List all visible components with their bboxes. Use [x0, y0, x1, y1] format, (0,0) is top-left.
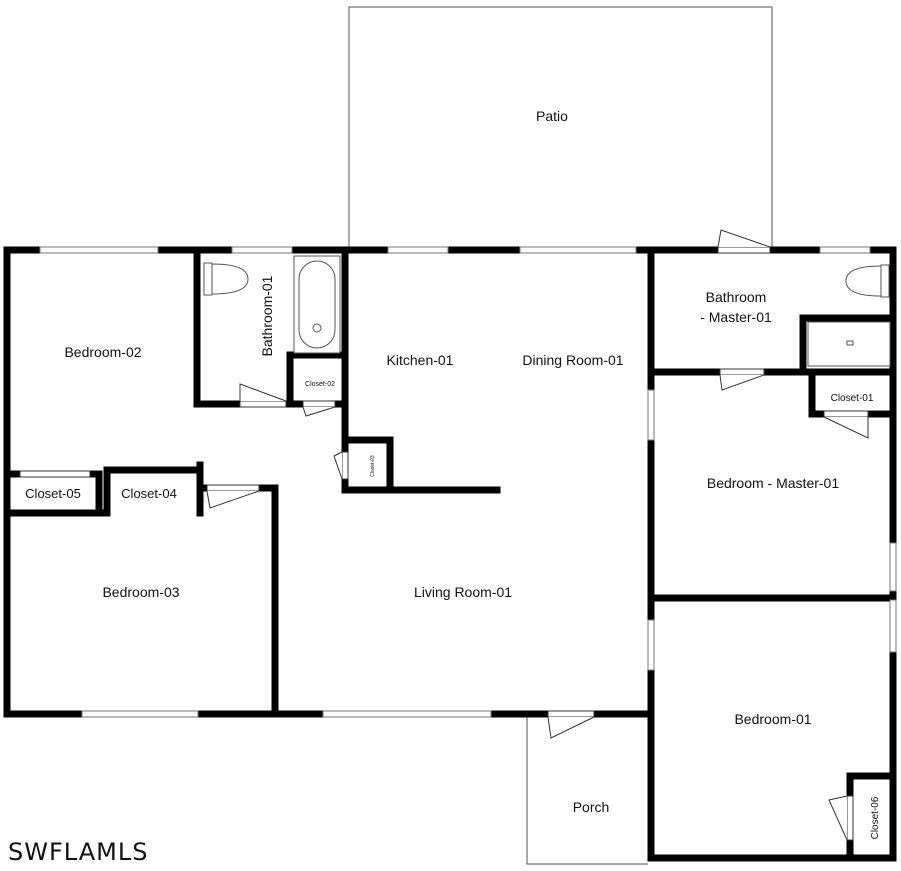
- fixtures: [203, 255, 891, 367]
- windows: [39, 246, 897, 718]
- label-closet-06: Closet-06: [870, 796, 881, 839]
- toilet-icon: [203, 262, 249, 296]
- label-bathroom-01: Bathroom-01: [259, 275, 275, 356]
- label-patio: Patio: [536, 108, 568, 124]
- label-bathroom-master-line1: Bathroom: [706, 289, 767, 305]
- label-bedroom-03: Bedroom-03: [102, 584, 179, 600]
- label-closet-05: Closet-05: [25, 486, 81, 501]
- label-porch: Porch: [573, 799, 610, 815]
- label-bedroom-01: Bedroom-01: [734, 711, 811, 727]
- room-labels: Patio Bathroom-01 Bedroom-02 Closet-02 K…: [25, 108, 881, 839]
- toilet-icon: [845, 264, 890, 298]
- walls: [3, 246, 897, 862]
- label-bedroom-master-01: Bedroom - Master-01: [707, 475, 839, 491]
- label-closet-01: Closet-01: [831, 393, 874, 404]
- bathtub-icon: [293, 255, 341, 354]
- label-bedroom-02: Bedroom-02: [64, 344, 141, 360]
- patio-outline: [348, 6, 773, 249]
- label-dining-room-01: Dining Room-01: [522, 352, 623, 368]
- label-kitchen-01: Kitchen-01: [387, 352, 454, 368]
- label-closet-02: Closet-02: [305, 381, 335, 388]
- label-living-room-01: Living Room-01: [414, 584, 512, 600]
- label-closet-04: Closet-04: [121, 486, 177, 501]
- doors: [19, 229, 869, 841]
- watermark-logo: SWFLAMLS: [8, 838, 149, 866]
- label-bathroom-master-line2: - Master-01: [700, 309, 772, 325]
- shower-icon: [807, 321, 891, 367]
- label-closet-03: Closet-03: [370, 455, 376, 477]
- porch-outline: [526, 716, 648, 865]
